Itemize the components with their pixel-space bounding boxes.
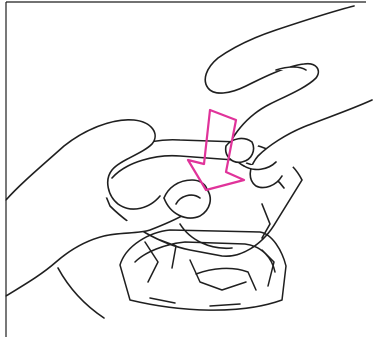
base-right-notch: [262, 250, 274, 286]
base-left-notch: [145, 242, 158, 282]
left-hand-index-finger: [6, 120, 160, 209]
base-front-groove: [190, 260, 246, 290]
device-front-contour: [180, 224, 232, 248]
device-base: [120, 230, 286, 310]
left-hand-palm-edge: [58, 268, 104, 318]
base-bottom-edge: [150, 298, 240, 306]
base-front-lip: [196, 268, 256, 290]
left-hand: [6, 120, 210, 318]
